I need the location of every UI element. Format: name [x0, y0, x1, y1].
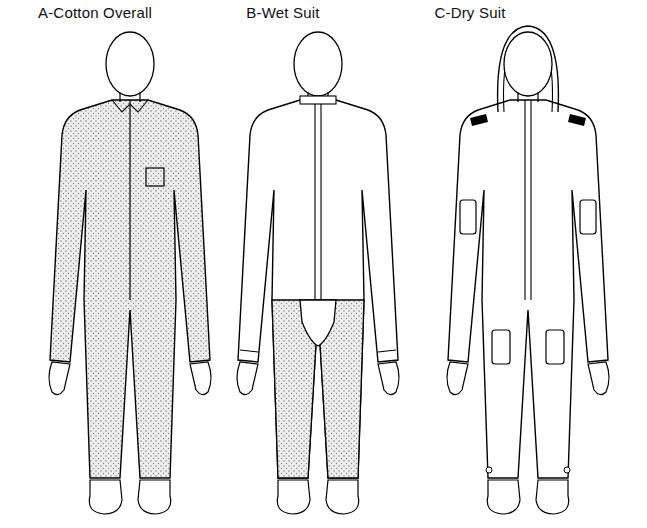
cotton-overall	[49, 32, 211, 514]
figure-title: C-Dry Suit	[434, 4, 505, 21]
dry-suit	[447, 26, 609, 514]
figure-title: A-Cotton Overall	[38, 4, 152, 21]
wet-suit	[237, 32, 399, 514]
figure-title: B-Wet Suit	[246, 4, 319, 21]
